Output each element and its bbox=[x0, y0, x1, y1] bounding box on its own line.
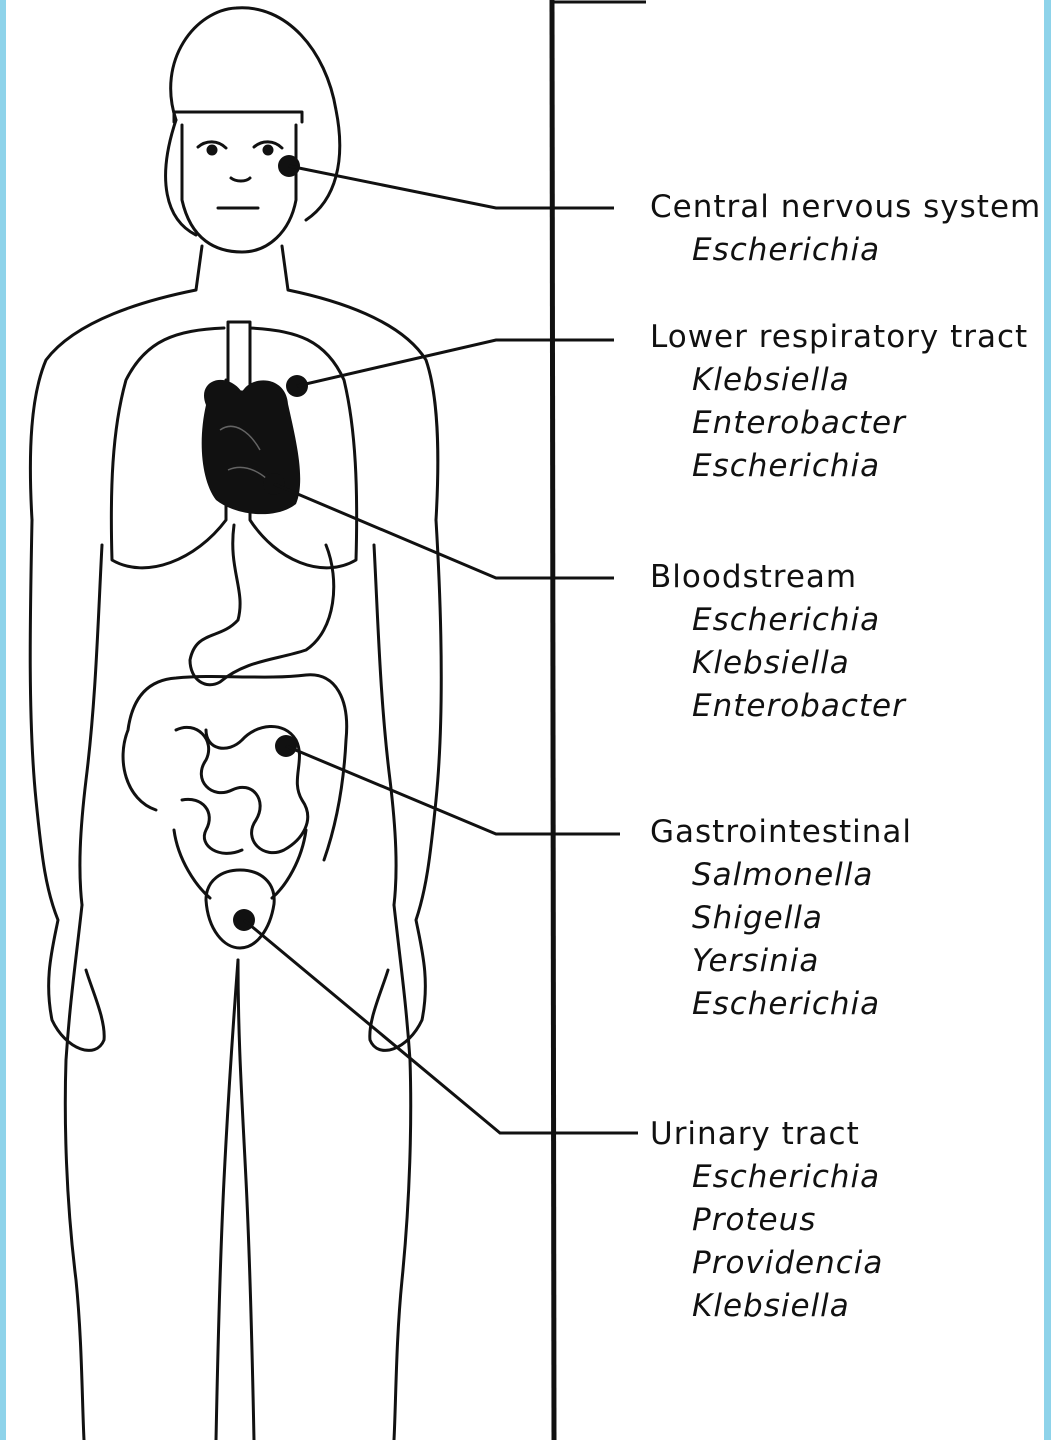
nose-icon bbox=[231, 178, 250, 181]
hair-outline-icon bbox=[171, 8, 340, 220]
group-title: Urinary tract bbox=[650, 1113, 1044, 1156]
inner-legs-icon bbox=[238, 960, 254, 1440]
organism-name: Shigella bbox=[650, 897, 1044, 940]
organism-name: Enterobacter bbox=[650, 685, 1044, 728]
organism-name: Providencia bbox=[650, 1242, 1044, 1285]
torso-left-icon bbox=[65, 905, 84, 1440]
neck-left-icon bbox=[30, 246, 202, 520]
organism-name: Escherichia bbox=[650, 1156, 1044, 1199]
urinary-leader-line bbox=[244, 920, 638, 1133]
trachea-icon bbox=[228, 322, 250, 392]
large-intestine-icon bbox=[123, 675, 347, 860]
left-arm-icon bbox=[30, 520, 104, 1050]
torso-right-icon bbox=[394, 905, 411, 1440]
heart-icon bbox=[202, 380, 301, 514]
organism-name: Yersinia bbox=[650, 940, 1044, 983]
organism-name: Klebsiella bbox=[650, 642, 1044, 685]
group-title: Gastrointestinal bbox=[650, 811, 1044, 854]
organism-name: Proteus bbox=[650, 1199, 1044, 1242]
organism-name: Salmonella bbox=[650, 854, 1044, 897]
organism-name: Escherichia bbox=[650, 599, 1044, 642]
organism-name: Escherichia bbox=[650, 445, 1044, 488]
vertical-divider bbox=[552, 0, 554, 1440]
label-group-bloodstream: Bloodstream Escherichia Klebsiella Enter… bbox=[650, 556, 1044, 728]
label-group-respiratory: Lower respiratory tract Klebsiella Enter… bbox=[650, 316, 1044, 488]
label-group-cns: Central nervous system Escherichia bbox=[650, 186, 1044, 272]
group-title: Bloodstream bbox=[650, 556, 1044, 599]
diagram-page: Central nervous system Escherichia Lower… bbox=[6, 0, 1044, 1440]
organism-name: Klebsiella bbox=[650, 1285, 1044, 1328]
group-title: Lower respiratory tract bbox=[650, 316, 1044, 359]
organism-name: Klebsiella bbox=[650, 359, 1044, 402]
organism-name: Escherichia bbox=[650, 229, 1044, 272]
label-group-urinary: Urinary tract Escherichia Proteus Provid… bbox=[650, 1113, 1044, 1328]
organism-name: Enterobacter bbox=[650, 402, 1044, 445]
bloodstream-leader-line bbox=[274, 484, 614, 578]
organism-name: Escherichia bbox=[650, 983, 1044, 1026]
label-group-gastrointestinal: Gastrointestinal Salmonella Shigella Yer… bbox=[650, 811, 1044, 1026]
group-title: Central nervous system bbox=[650, 186, 1044, 229]
bangs-icon bbox=[174, 112, 302, 122]
stomach-icon bbox=[190, 525, 334, 685]
